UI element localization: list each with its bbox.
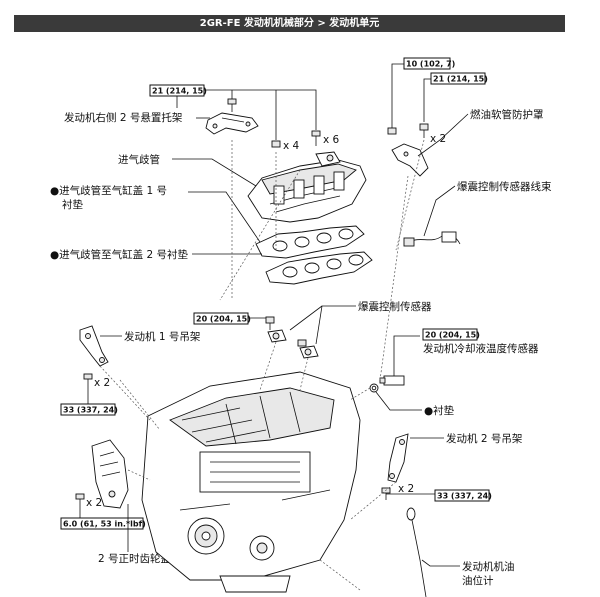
intake-gasket-1 [255,225,365,259]
svg-text:21 (214, 15): 21 (214, 15) [433,75,488,84]
label-fuel-hose-protector: 燃油软管防护罩 [470,108,544,121]
page-header: 2GR-FE 发动机机械部分 > 发动机单元 [14,15,565,32]
torque-box-4: 20 (204, 15) [193,312,251,325]
bolt-leader-tree [176,89,317,140]
leader-intake-manifold [172,158,257,187]
svg-text:33 (337, 24): 33 (337, 24) [63,406,118,415]
svg-text:6.0 (61, 53 in.*lbf): 6.0 (61, 53 in.*lbf) [63,520,146,529]
leader-gasket [375,391,422,411]
sensor-gasket [369,383,379,393]
engine-hanger-1 [79,325,109,367]
torque-box-3: 21 (214, 15) [430,72,488,85]
engine-hanger-2 [387,433,409,483]
torque-box-5: 20 (204, 15) [422,328,480,341]
label-dipstick-line2: 油位计 [462,574,494,587]
svg-text:21 (214, 15): 21 (214, 15) [152,87,207,96]
mount-bracket [205,112,259,135]
oil-dipstick [406,507,427,597]
svg-text:20 (204, 15): 20 (204, 15) [425,331,480,340]
qty-x4: x 4 [283,140,300,152]
bolt-icon [271,140,281,148]
label-intake-manifold: 进气歧管 [118,153,160,166]
leader-gasket-1 [188,191,261,243]
qty-x2-hanger2: x 2 [398,483,414,495]
leader-torque-5 [393,335,420,376]
engine-block [141,371,361,593]
svg-text:33 (337, 24): 33 (337, 24) [437,492,492,501]
torque-box-6: 33 (337, 24) [60,403,118,416]
bolt-icon [227,98,237,112]
label-gasket: ●衬垫 [424,404,455,417]
qty-x2-cover: x 2 [86,497,102,509]
leader-fuel-hose-protector [417,113,469,157]
knock-sensor [297,339,319,359]
label-gasket-1-line2: 衬垫 [62,198,83,211]
intake-gasket-2 [265,251,373,285]
qty-x2-protector: x 2 [430,133,446,145]
label-knock-harness: 爆震控制传感器线束 [457,180,552,193]
bolt-icon [83,373,93,388]
label-timing-cover: 2 号正时齿轮盖 [98,552,172,565]
label-gasket-1: ●进气歧管至气缸盖 1 号 [50,184,167,197]
bolt-icon [419,123,429,138]
bolt-icon [311,130,321,146]
label-hanger-1: 发动机 1 号吊架 [124,330,201,343]
label-dipstick-line1: 发动机机油 [462,560,515,573]
fuel-hose-protector [391,143,429,177]
qty-x6: x 6 [323,134,340,146]
leader-knock-harness [423,185,456,237]
bolt-icon [75,493,85,506]
leader-knock-sensor-2 [289,305,323,331]
bolt-icon [387,127,397,135]
label-gasket-2: ●进气歧管至气缸盖 2 号衬垫 [50,248,189,261]
torque-box-8: 6.0 (61, 53 in.*lbf) [60,517,146,530]
knock-sensor-harness [403,231,461,247]
leader-dipstick [421,559,460,567]
intake-manifold [247,151,367,223]
label-hanger-2: 发动机 2 号吊架 [446,432,523,445]
alignment-dashes [99,139,425,591]
svg-text:10 (102, 7): 10 (102, 7) [406,60,455,69]
torque-box-7: 33 (337, 24) [434,489,492,502]
torque-box-1: 21 (214, 15) [149,84,207,97]
timing-gear-cover [91,439,129,509]
torque-box-2: 10 (102, 7) [403,57,455,70]
label-knock-sensor: 爆震控制传感器 [358,300,432,313]
fuel-hose-leaders [391,63,431,128]
coolant-temp-sensor [379,375,405,386]
label-coolant-sensor: 发动机冷却液温度传感器 [423,342,539,355]
leader-knock-sensor [315,305,356,345]
knock-sensor-bolt [265,316,275,324]
label-mount-bracket: 发动机右侧 2 号悬置托架 [64,111,183,124]
qty-x2-hanger1: x 2 [94,377,110,389]
svg-text:20 (204, 15): 20 (204, 15) [196,315,251,324]
knock-sensor [267,329,287,343]
